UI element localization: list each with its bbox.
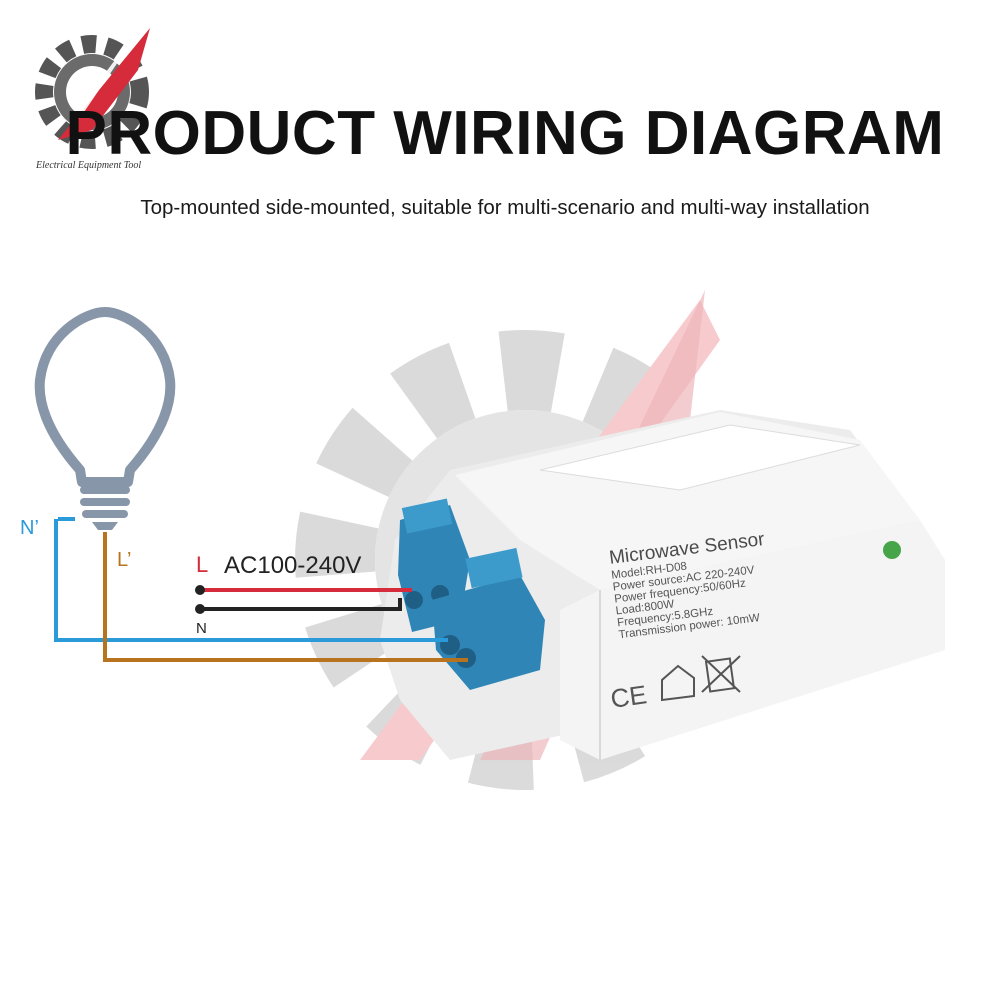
microwave-sensor-device: CE	[380, 410, 945, 760]
page-title: PRODUCT WIRING DIAGRAM	[65, 99, 945, 168]
label-l: L	[196, 552, 209, 577]
sensor-label-plate: Microwave Sensor Model:RH-D08 Power sour…	[608, 529, 775, 641]
neutral-wire-n-prime	[54, 517, 448, 642]
wheelie-bin-icon	[701, 655, 741, 693]
house-icon	[661, 664, 695, 702]
ce-mark-icon: CE	[609, 679, 649, 714]
page-subtitle: Top-mounted side-mounted, suitable for m…	[140, 196, 870, 219]
label-n-prime: N’	[20, 517, 39, 539]
bulb-icon	[34, 307, 176, 530]
logo-text: Electrical Equipment Tool	[36, 160, 142, 171]
live-terminal-dot	[195, 585, 205, 595]
label-n: N	[196, 620, 207, 637]
label-voltage: AC100-240V	[224, 552, 362, 579]
neutral-terminal-dot	[195, 604, 205, 614]
load-wire-l-prime	[103, 532, 468, 662]
neutral-wire-n	[200, 598, 402, 611]
led-indicator-icon	[883, 541, 901, 559]
svg-text:CE: CE	[609, 679, 649, 714]
label-l-prime: L’	[117, 549, 132, 571]
gear-logo-icon	[35, 28, 150, 149]
wires	[54, 517, 468, 662]
